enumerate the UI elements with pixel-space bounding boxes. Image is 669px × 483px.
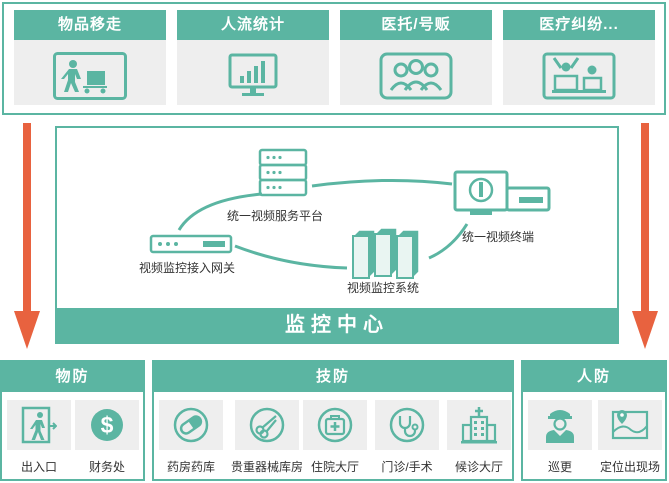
link-system-terminal bbox=[428, 223, 469, 260]
monitoring-center-panel: 统一视频服务平台 统一视频终端 视频监控接入网关 视频监控系统 监控中心 bbox=[55, 126, 619, 344]
pill-icon bbox=[173, 407, 209, 443]
exit-door-icon bbox=[21, 406, 57, 444]
item-label: 住院大厅 bbox=[310, 460, 359, 474]
medical-kit-icon bbox=[317, 407, 353, 443]
terminal-label: 统一视频终端 bbox=[462, 230, 535, 244]
scissors-icon bbox=[249, 407, 285, 443]
item-label: 巡更 bbox=[547, 460, 572, 474]
item-label: 门诊/手术 bbox=[381, 460, 433, 474]
group-people-icon bbox=[379, 52, 453, 100]
scenario-card-title: 医托/号贩 bbox=[340, 10, 492, 40]
network-diagram bbox=[149, 148, 551, 280]
dollar-coin-icon: $ bbox=[91, 409, 123, 441]
group-title: 技防 bbox=[154, 362, 512, 392]
top-scenario-frame: 物品移走 人流统计 医托/号贩 bbox=[2, 2, 666, 115]
gateway-device-icon bbox=[149, 234, 233, 254]
item-outpatient-surgery[interactable]: 门诊/手术 bbox=[375, 400, 439, 475]
group-physical-defense: 物防 出入口 $ 财务处 bbox=[0, 360, 145, 481]
terminal-monitor-icon bbox=[453, 170, 551, 215]
map-location-icon bbox=[611, 410, 649, 440]
item-label: 出入口 bbox=[20, 460, 57, 474]
gateway-label: 视频监控接入网关 bbox=[139, 261, 236, 275]
scenario-card-item-moving[interactable]: 物品移走 bbox=[14, 10, 166, 105]
item-label: 财务处 bbox=[88, 460, 125, 474]
system-label: 视频监控系统 bbox=[347, 281, 420, 295]
scenario-card-title: 医疗纠纷... bbox=[503, 10, 655, 40]
monitoring-center-title: 监控中心 bbox=[57, 308, 617, 342]
item-label: 候诊大厅 bbox=[454, 460, 503, 474]
item-location-dispatch[interactable]: 定位出现场 bbox=[598, 400, 662, 475]
item-waiting-hall[interactable]: 候诊大厅 bbox=[447, 400, 511, 475]
link-gateway-system bbox=[234, 244, 348, 270]
scenario-card-people-count[interactable]: 人流统计 bbox=[177, 10, 329, 105]
item-patrol[interactable]: 巡更 bbox=[528, 400, 592, 475]
item-label: 药房药库 bbox=[166, 460, 215, 474]
group-title: 人防 bbox=[523, 362, 665, 392]
item-label: 定位出现场 bbox=[599, 460, 660, 474]
server-cluster-icon bbox=[352, 227, 420, 280]
platform-label: 统一视频服务平台 bbox=[227, 209, 324, 223]
item-label: 贵重器械库房 bbox=[231, 460, 304, 474]
group-personnel-defense: 人防 巡更 定位出现场 bbox=[521, 360, 667, 481]
item-finance[interactable]: $ 财务处 bbox=[75, 400, 139, 475]
scenario-card-title: 人流统计 bbox=[177, 10, 329, 40]
link-platform-terminal bbox=[311, 178, 453, 188]
dispute-people-icon bbox=[542, 52, 616, 100]
security-guard-icon bbox=[546, 410, 574, 443]
scenario-card-medical-dispute[interactable]: 医疗纠纷... bbox=[503, 10, 655, 105]
item-inpatient-hall[interactable]: 住院大厅 bbox=[303, 400, 367, 475]
link-gateway-platform bbox=[177, 192, 263, 231]
group-title: 物防 bbox=[2, 362, 143, 392]
bar-chart-monitor-icon bbox=[228, 53, 278, 96]
down-arrow-right bbox=[632, 123, 658, 349]
svg-text:$: $ bbox=[101, 412, 114, 438]
group-technical-defense: 技防 药房药库 贵重器械库房 bbox=[152, 360, 514, 481]
scenario-card-medical-scalper[interactable]: 医托/号贩 bbox=[340, 10, 492, 105]
item-pharmacy[interactable]: 药房药库 bbox=[159, 400, 223, 475]
item-equipment-store[interactable]: 贵重器械库房 bbox=[231, 400, 303, 475]
scenario-card-title: 物品移走 bbox=[14, 10, 166, 40]
hospital-building-icon bbox=[461, 407, 497, 444]
item-entrance[interactable]: 出入口 bbox=[7, 400, 71, 475]
stethoscope-icon bbox=[389, 407, 425, 443]
down-arrow-left bbox=[14, 123, 40, 349]
server-icon bbox=[258, 148, 308, 197]
person-moving-cart-icon bbox=[53, 52, 127, 100]
